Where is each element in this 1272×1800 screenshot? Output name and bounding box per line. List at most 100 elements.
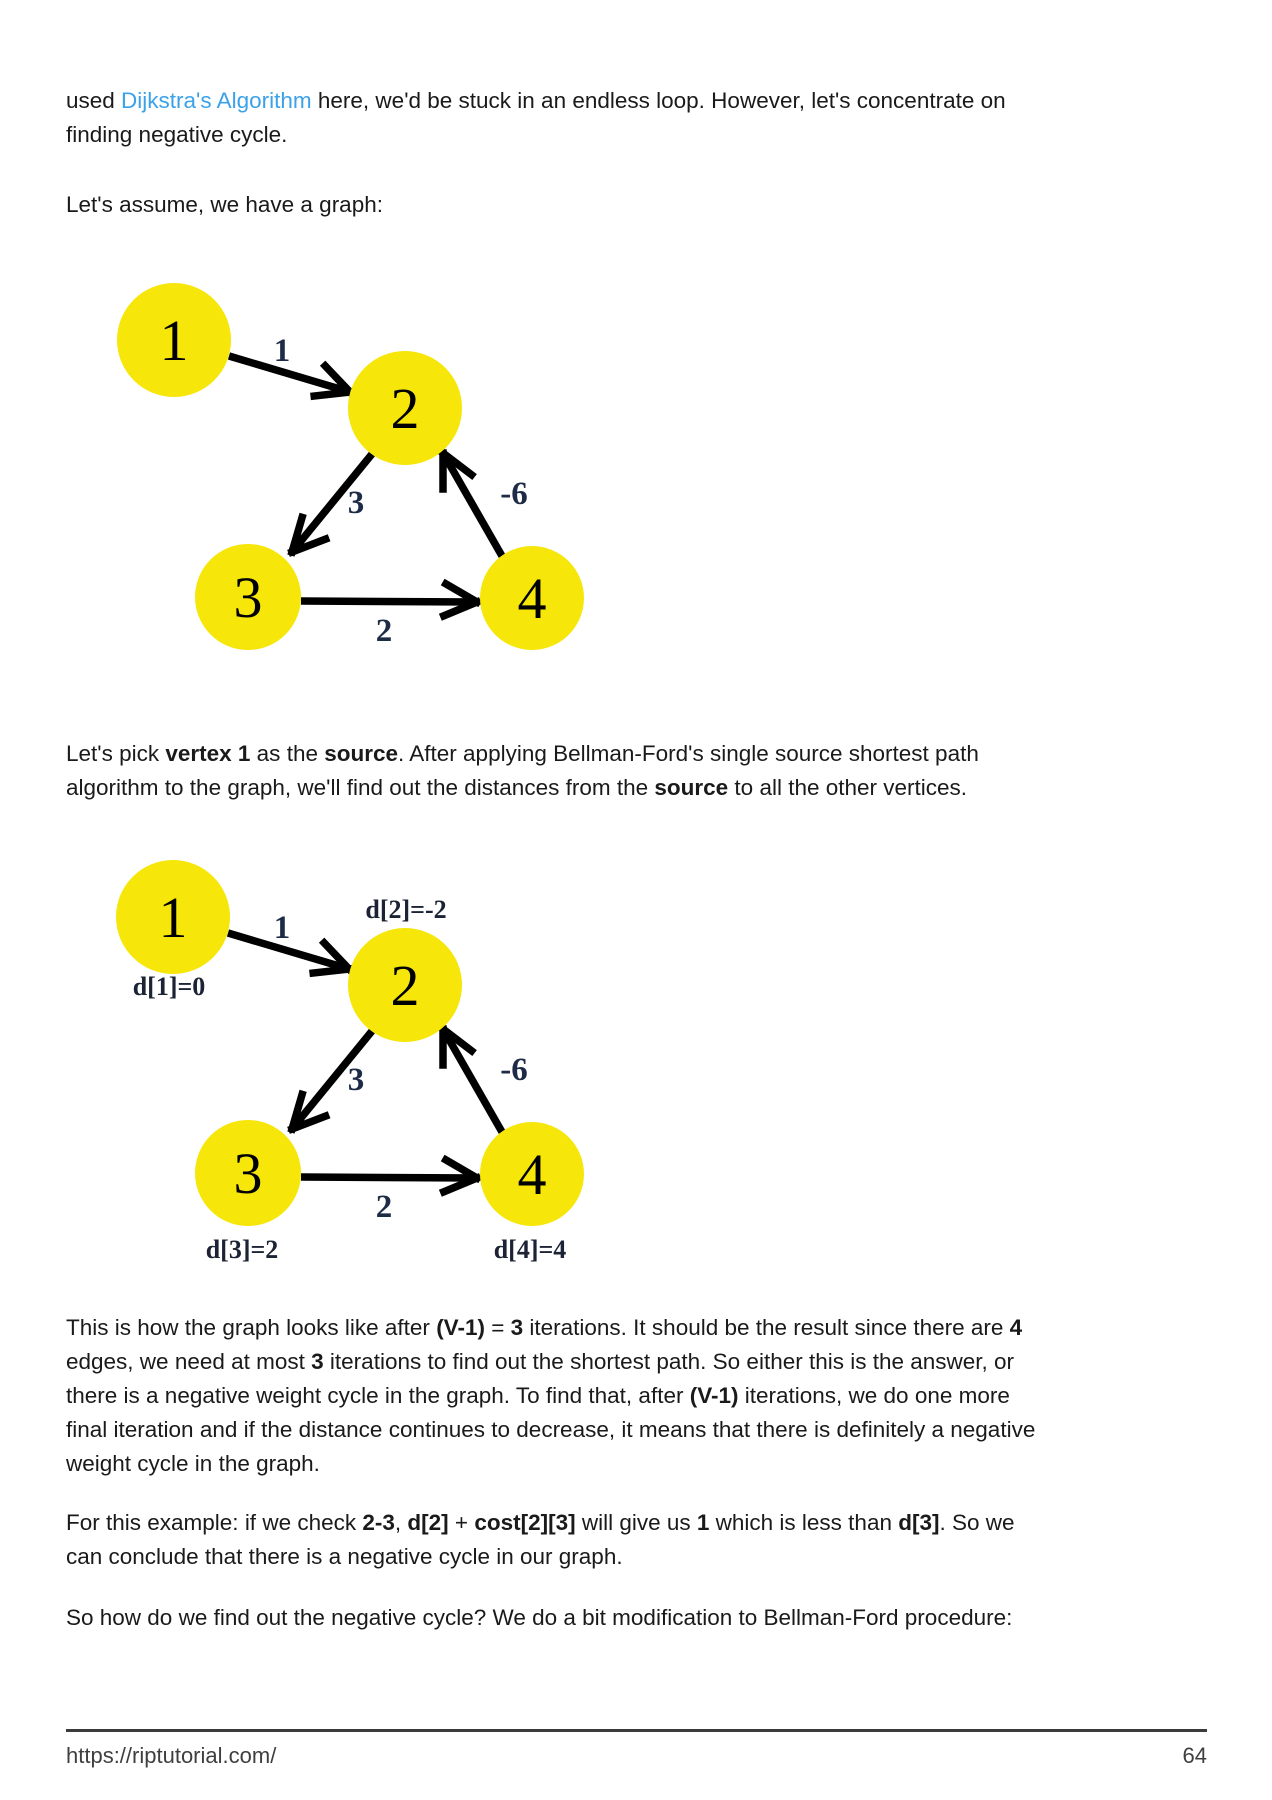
text-segment: (V-1) [689, 1383, 739, 1408]
assume-graph-paragraph: Let's assume, we have a graph: [66, 188, 1207, 222]
text-segment: 3 [510, 1315, 524, 1340]
iterations-paragraph: This is how the graph looks like after (… [66, 1311, 1207, 1481]
edge-weight-label: -6 [500, 476, 528, 512]
text-segment: 3 [311, 1349, 324, 1374]
vertex-circle [117, 283, 231, 397]
arrowhead-icon [287, 512, 307, 557]
text-segment: source [324, 741, 399, 766]
text-segment: as the [250, 741, 325, 766]
edge-line [227, 352, 352, 396]
text-segment: d[3] [898, 1510, 940, 1535]
text-segment: . After applying Bellman-Ford's single s… [398, 741, 979, 766]
text-segment: finding negative cycle. [66, 122, 288, 147]
vertex-label: 2 [391, 953, 420, 1018]
arrowhead-icon [437, 1023, 477, 1057]
text-line: Let's pick vertex 1 as the source. After… [66, 737, 1207, 771]
text-line: For this example: if we check 2-3, d[2] … [66, 1506, 1207, 1540]
vertex-circle [195, 1120, 301, 1226]
text-segment: 2-3 [362, 1510, 395, 1535]
text-segment: to all the other vertices. [728, 775, 968, 800]
text-segment: edges, we need at most [66, 1349, 312, 1374]
edge-line [300, 1173, 478, 1182]
text-line: weight cycle in the graph. [66, 1447, 1207, 1481]
edge-line [289, 1028, 375, 1132]
text-line: So how do we find out the negative cycle… [66, 1601, 1207, 1635]
text-segment: used [66, 88, 122, 113]
text-segment: , [394, 1510, 408, 1535]
arrowhead-icon [310, 387, 355, 401]
arrowhead-icon [438, 1173, 482, 1197]
text-segment: For this example: if we check [66, 1510, 363, 1535]
text-segment: which is less than [709, 1510, 899, 1535]
text-segment: 1 [696, 1510, 710, 1535]
text-segment: iterations. It should be the result sinc… [523, 1315, 1010, 1340]
text-line: can conclude that there is a negative cy… [66, 1540, 1207, 1574]
footer-url[interactable]: https://riptutorial.com/ [66, 1743, 277, 1768]
vertex-circle [348, 928, 462, 1042]
text-segment: final iteration and if the distance cont… [66, 1417, 1036, 1442]
text-segment: vertex 1 [165, 741, 251, 766]
edge-weight-label: 3 [348, 1062, 365, 1098]
text-segment: Let's assume, we have a graph: [66, 192, 383, 217]
distance-label: d[4]=4 [494, 1235, 567, 1264]
text-segment: iterations to find out the shortest path… [323, 1349, 1015, 1374]
text-line: there is a negative weight cycle in the … [66, 1379, 1207, 1413]
arrowhead-icon [437, 447, 477, 481]
arrowhead-icon [438, 597, 482, 621]
edge-weight-label: 1 [274, 333, 291, 369]
arrowhead-icon [318, 937, 355, 975]
vertex-label: 2 [391, 376, 420, 441]
vertex-circle [348, 351, 462, 465]
edge-weight-label: 2 [376, 1189, 393, 1225]
edge-weight-label: 3 [348, 485, 365, 521]
footer-page-number: 64 [1182, 1743, 1207, 1768]
text-segment: algorithm to the graph, we'll find out t… [66, 775, 655, 800]
text-line: final iteration and if the distance cont… [66, 1413, 1207, 1447]
dijkstra-algorithm-link[interactable]: Dijkstra's Algorithm [121, 88, 312, 113]
text-segment: source [654, 775, 729, 800]
text-line: This is how the graph looks like after (… [66, 1311, 1207, 1345]
vertex-circle [116, 860, 230, 974]
distance-label: d[3]=2 [206, 1235, 279, 1264]
text-segment: = [484, 1315, 511, 1340]
text-segment: here, we'd be stuck in an endless loop. … [311, 88, 1006, 113]
arrowhead-icon [287, 534, 331, 557]
arrowhead-icon [440, 1154, 483, 1184]
vertex-circle [195, 544, 301, 650]
vertex-circle [480, 546, 584, 650]
footer-separator [66, 1729, 1207, 1732]
example-paragraph: For this example: if we check 2-3, d[2] … [66, 1506, 1207, 1574]
vertex-label: 3 [234, 1141, 263, 1206]
vertex-circle [480, 1122, 584, 1226]
distance-label: d[2]=-2 [365, 895, 446, 924]
edge-line [289, 451, 375, 555]
edge-weight-label: 2 [376, 613, 393, 649]
text-segment: iterations, we do one more [738, 1383, 1010, 1408]
text-line: algorithm to the graph, we'll find out t… [66, 771, 1207, 805]
arrowhead-icon [319, 360, 356, 398]
edge-line [300, 597, 478, 606]
distance-label: d[1]=0 [133, 972, 206, 1001]
vertex-label: 4 [518, 566, 547, 631]
arrowhead-icon [287, 1111, 331, 1134]
text-segment: + [448, 1510, 475, 1535]
text-segment: 4 [1009, 1315, 1023, 1340]
text-segment: So how do we find out the negative cycle… [66, 1605, 1013, 1630]
vertex-label: 1 [160, 308, 189, 373]
arrowhead-icon [440, 578, 483, 608]
arrowhead-icon [309, 964, 354, 978]
arrowhead-icon [287, 1089, 307, 1134]
edge-line [226, 929, 351, 973]
text-line: used Dijkstra's Algorithm here, we'd be … [66, 84, 1207, 118]
edge-line [439, 1027, 506, 1134]
edge-weight-label: 1 [274, 910, 291, 946]
text-segment: will give us [575, 1510, 697, 1535]
text-segment: cost[2][3] [474, 1510, 576, 1535]
text-segment: . So we [939, 1510, 1015, 1535]
vertex-label: 4 [518, 1142, 547, 1207]
edge-weight-label: -6 [500, 1052, 528, 1088]
source-paragraph: Let's pick vertex 1 as the source. After… [66, 737, 1207, 805]
